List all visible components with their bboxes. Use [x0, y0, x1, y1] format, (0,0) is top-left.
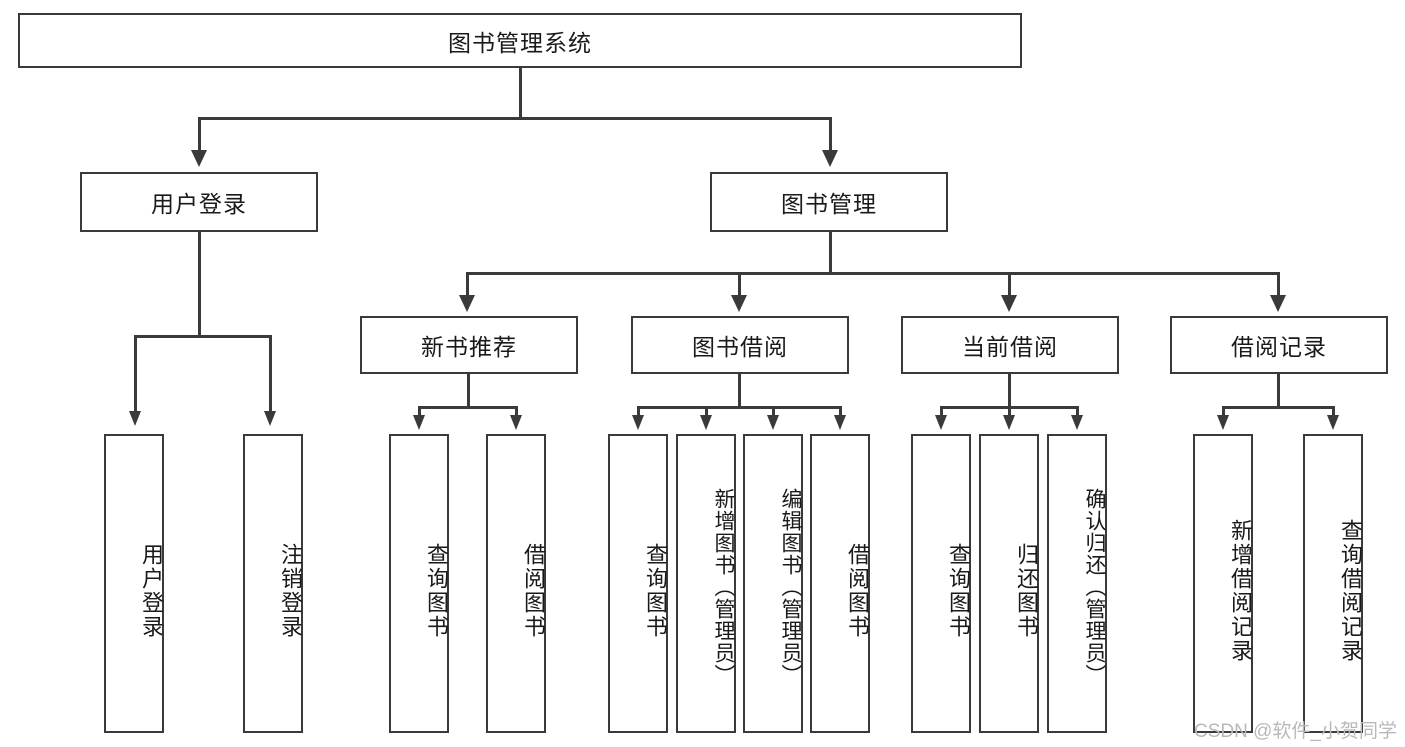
arrowhead-leaf-return-book [1003, 415, 1015, 430]
node-root[interactable]: 图书管理系统 [18, 13, 1022, 68]
node-user-login[interactable]: 用户登录 [80, 172, 318, 232]
node-leaf-edit-book-label: 编辑图书（管理员） [779, 487, 802, 686]
arrowhead-leaf-query-book-1 [413, 415, 425, 430]
arrowhead-leaf-logout [264, 411, 276, 426]
node-leaf-logout-label: 注销登录 [278, 542, 303, 639]
node-leaf-query-book-1-label: 查询图书 [424, 542, 449, 639]
node-current-borrow[interactable]: 当前借阅 [901, 316, 1119, 374]
node-leaf-query-book-2[interactable]: 查询图书 [608, 434, 668, 733]
arrowhead-leaf-query-record [1327, 415, 1339, 430]
node-leaf-query-book-2-label: 查询图书 [643, 542, 668, 639]
edge-user-login-drop-2 [269, 335, 272, 413]
node-leaf-query-book-3-label: 查询图书 [946, 542, 971, 639]
edge-bm-drop-1 [466, 272, 469, 297]
edge-bb-drop-1 [637, 406, 640, 418]
node-borrow-record[interactable]: 借阅记录 [1170, 316, 1388, 374]
node-leaf-user-login-label: 用户登录 [139, 542, 164, 639]
arrowhead-to-book-management [822, 150, 838, 167]
node-leaf-confirm-return-label: 确认归还（管理员） [1083, 487, 1106, 686]
node-leaf-user-login[interactable]: 用户登录 [104, 434, 164, 733]
edge-user-login-stem [198, 232, 201, 336]
edge-user-login-drop-1 [134, 335, 137, 413]
edge-cb-drop-2 [1008, 406, 1011, 418]
node-leaf-confirm-return[interactable]: 确认归还（管理员） [1047, 434, 1107, 733]
arrowhead-to-user-login [191, 150, 207, 167]
arrowhead-book-borrow [731, 295, 747, 312]
node-current-borrow-label: 当前借阅 [962, 334, 1058, 360]
node-leaf-borrow-book-1-label: 借阅图书 [521, 542, 546, 639]
node-borrow-record-label: 借阅记录 [1231, 334, 1327, 360]
edge-book-management-stem [829, 232, 832, 274]
node-book-management[interactable]: 图书管理 [710, 172, 948, 232]
edge-bm-drop-2 [738, 272, 741, 297]
edge-bb-drop-4 [839, 406, 842, 418]
node-book-management-label: 图书管理 [781, 191, 877, 217]
node-leaf-query-book-3[interactable]: 查询图书 [911, 434, 971, 733]
node-leaf-return-book-label: 归还图书 [1014, 542, 1039, 639]
edge-bb-drop-2 [705, 406, 708, 418]
node-leaf-add-record[interactable]: 新增借阅记录 [1193, 434, 1253, 733]
edge-bb-bus [637, 406, 842, 409]
edge-nbr-drop-2 [515, 406, 518, 418]
node-leaf-add-book[interactable]: 新增图书（管理员） [676, 434, 736, 733]
node-leaf-borrow-book-2[interactable]: 借阅图书 [810, 434, 870, 733]
edge-root-bus [198, 117, 832, 120]
edge-nbr-drop-1 [418, 406, 421, 418]
edge-user-login-bus [134, 335, 269, 338]
node-leaf-add-record-label: 新增借阅记录 [1228, 518, 1253, 663]
node-leaf-borrow-book-2-label: 借阅图书 [845, 542, 870, 639]
edge-bm-drop-4 [1277, 272, 1280, 297]
edge-bb-drop-3 [772, 406, 775, 418]
arrowhead-leaf-query-book-3 [935, 415, 947, 430]
arrowhead-new-book-recommend [459, 295, 475, 312]
node-book-borrow[interactable]: 图书借阅 [631, 316, 849, 374]
node-leaf-borrow-book-1[interactable]: 借阅图书 [486, 434, 546, 733]
arrowhead-leaf-edit-book [767, 415, 779, 430]
arrowhead-leaf-user-login [129, 411, 141, 426]
arrowhead-leaf-query-book-2 [632, 415, 644, 430]
node-new-book-recommend-label: 新书推荐 [421, 334, 517, 360]
arrowhead-leaf-add-book [700, 415, 712, 430]
arrowhead-leaf-borrow-book-1 [510, 415, 522, 430]
edge-cb-drop-1 [940, 406, 943, 418]
edge-nbr-stem [467, 374, 470, 408]
node-leaf-edit-book[interactable]: 编辑图书（管理员） [743, 434, 803, 733]
node-leaf-query-record[interactable]: 查询借阅记录 [1303, 434, 1363, 733]
edge-root-to-book-management [829, 117, 832, 152]
node-leaf-logout[interactable]: 注销登录 [243, 434, 303, 733]
arrowhead-leaf-confirm-return [1071, 415, 1083, 430]
arrowhead-leaf-borrow-book-2 [834, 415, 846, 430]
node-leaf-return-book[interactable]: 归还图书 [979, 434, 1039, 733]
edge-br-drop-2 [1332, 406, 1335, 418]
edge-bb-stem [738, 374, 741, 408]
edge-nbr-bus [418, 406, 518, 409]
node-new-book-recommend[interactable]: 新书推荐 [360, 316, 578, 374]
arrowhead-borrow-record [1270, 295, 1286, 312]
node-book-borrow-label: 图书借阅 [692, 334, 788, 360]
node-leaf-query-book-1[interactable]: 查询图书 [389, 434, 449, 733]
node-leaf-add-book-label: 新增图书（管理员） [712, 487, 735, 686]
edge-cb-stem [1008, 374, 1011, 408]
arrowhead-current-borrow [1001, 295, 1017, 312]
edge-bm-drop-3 [1008, 272, 1011, 297]
node-root-label: 图书管理系统 [448, 29, 592, 56]
node-leaf-query-record-label: 查询借阅记录 [1338, 518, 1363, 663]
edge-root-stem [519, 68, 522, 118]
edge-root-to-user-login [198, 117, 201, 152]
node-user-login-label: 用户登录 [151, 191, 247, 217]
edge-br-bus [1222, 406, 1335, 409]
edge-br-stem [1277, 374, 1280, 408]
edge-book-management-bus [466, 272, 1280, 275]
edge-cb-drop-3 [1076, 406, 1079, 418]
arrowhead-leaf-add-record [1217, 415, 1229, 430]
edge-br-drop-1 [1222, 406, 1225, 418]
